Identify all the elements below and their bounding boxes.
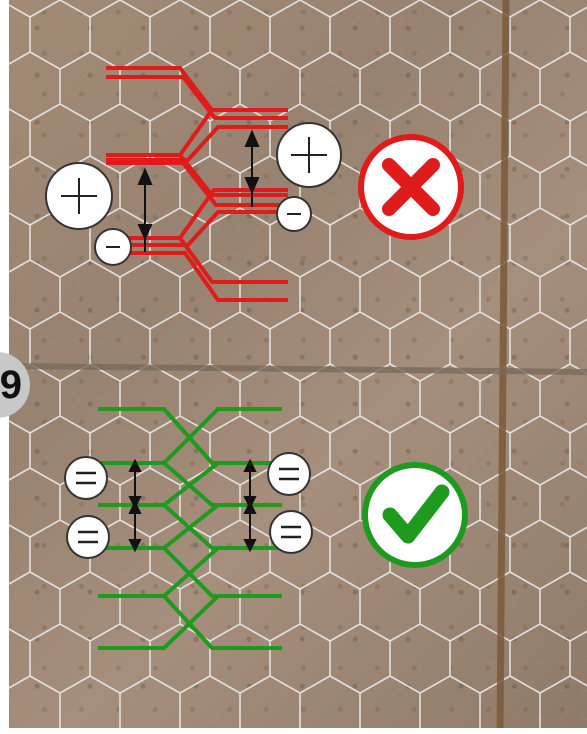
equal-sign-icon — [268, 453, 310, 495]
equal-sign-icon — [270, 511, 312, 553]
equal-sign-icon — [65, 457, 107, 499]
check-icon — [365, 465, 465, 565]
equal-sign-icon — [67, 516, 109, 558]
step-number: 9 — [0, 363, 22, 408]
